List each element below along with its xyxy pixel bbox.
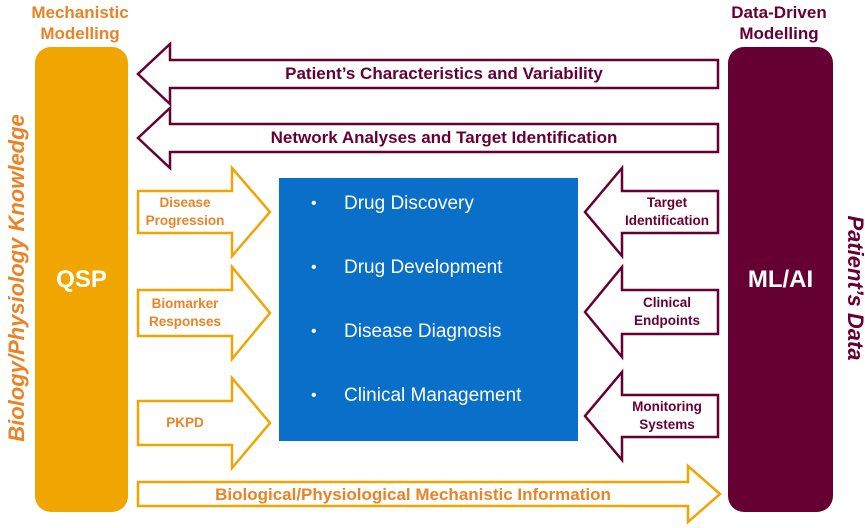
bullet-icon: • xyxy=(311,259,317,276)
biological-mechanistic-text: Biological/Physiological Mechanistic Inf… xyxy=(215,485,611,504)
data-driven-modelling-header: Data-Driven Modelling xyxy=(704,2,854,44)
biomarker-responses-line-1: Biomarker xyxy=(151,296,219,311)
clinical-endpoints-line-1: Clinical xyxy=(642,295,691,310)
disease-progression-arrow xyxy=(136,164,272,260)
application-item-label: Drug Discovery xyxy=(344,193,474,214)
application-item-label: Disease Diagnosis xyxy=(344,321,502,342)
clinical-endpoints-arrow xyxy=(583,263,720,361)
biological-mechanistic-arrow xyxy=(136,463,722,525)
qsp-label: QSP xyxy=(56,266,107,293)
application-item: • Clinical Management xyxy=(300,382,570,446)
disease-progression-line-2: Progression xyxy=(145,213,225,228)
pkpd-arrow xyxy=(136,374,272,472)
monitoring-systems-line-2: Systems xyxy=(639,417,695,432)
target-identification-arrow xyxy=(583,164,720,260)
application-item: • Disease Diagnosis xyxy=(300,318,570,382)
biomarker-responses-line-2: Responses xyxy=(148,314,222,329)
biomarker-responses-arrow xyxy=(136,263,272,363)
pkpd-line-1: PKPD xyxy=(166,415,204,430)
monitoring-systems-arrow xyxy=(583,368,720,464)
network-analyses-arrow xyxy=(136,105,720,171)
clinical-endpoints-label: Clinical Endpoints xyxy=(616,294,718,330)
header-left-line-2: Modelling xyxy=(40,24,120,43)
biology-physiology-knowledge-title: Biology/Physiology Knowledge xyxy=(4,114,29,442)
patient-characteristics-text: Patient’s Characteristics and Variabilit… xyxy=(285,64,603,83)
application-item-label: Drug Development xyxy=(344,257,503,278)
network-analyses-text: Network Analyses and Target Identificati… xyxy=(270,128,618,147)
disease-progression-line-1: Disease xyxy=(159,195,211,210)
target-identification-line-1: Target xyxy=(646,195,688,210)
qsp-pillar xyxy=(35,47,128,512)
target-identification-label: Target Identification xyxy=(616,194,718,230)
header-right-line-1: Data-Driven xyxy=(731,3,827,22)
pkpd-label: PKPD xyxy=(138,414,232,432)
application-item-label: Clinical Management xyxy=(344,385,522,406)
mlai-pillar xyxy=(728,47,833,512)
header-left-line-1: Mechanistic xyxy=(31,3,129,22)
monitoring-systems-label: Monitoring Systems xyxy=(616,398,718,434)
clinical-endpoints-line-2: Endpoints xyxy=(634,313,700,328)
biomarker-responses-label: Biomarker Responses xyxy=(138,295,232,331)
patient-characteristics-arrow xyxy=(136,41,720,107)
patients-data-title: Patient’s Data xyxy=(843,215,865,361)
monitoring-systems-line-1: Monitoring xyxy=(632,399,702,414)
bullet-icon: • xyxy=(311,387,317,404)
bullet-icon: • xyxy=(311,323,317,340)
header-right-line-2: Modelling xyxy=(739,24,819,43)
target-identification-line-2: Identification xyxy=(625,213,709,228)
disease-progression-label: Disease Progression xyxy=(138,194,232,230)
application-item: • Drug Development xyxy=(300,254,570,318)
mlai-label: ML/AI xyxy=(747,266,814,293)
center-box xyxy=(279,178,578,441)
bullet-icon: • xyxy=(311,195,317,212)
mechanistic-modelling-header: Mechanistic Modelling xyxy=(5,2,155,44)
application-item: • Drug Discovery xyxy=(300,190,570,254)
applications-list: • Drug Discovery • Drug Development • Di… xyxy=(300,190,570,446)
